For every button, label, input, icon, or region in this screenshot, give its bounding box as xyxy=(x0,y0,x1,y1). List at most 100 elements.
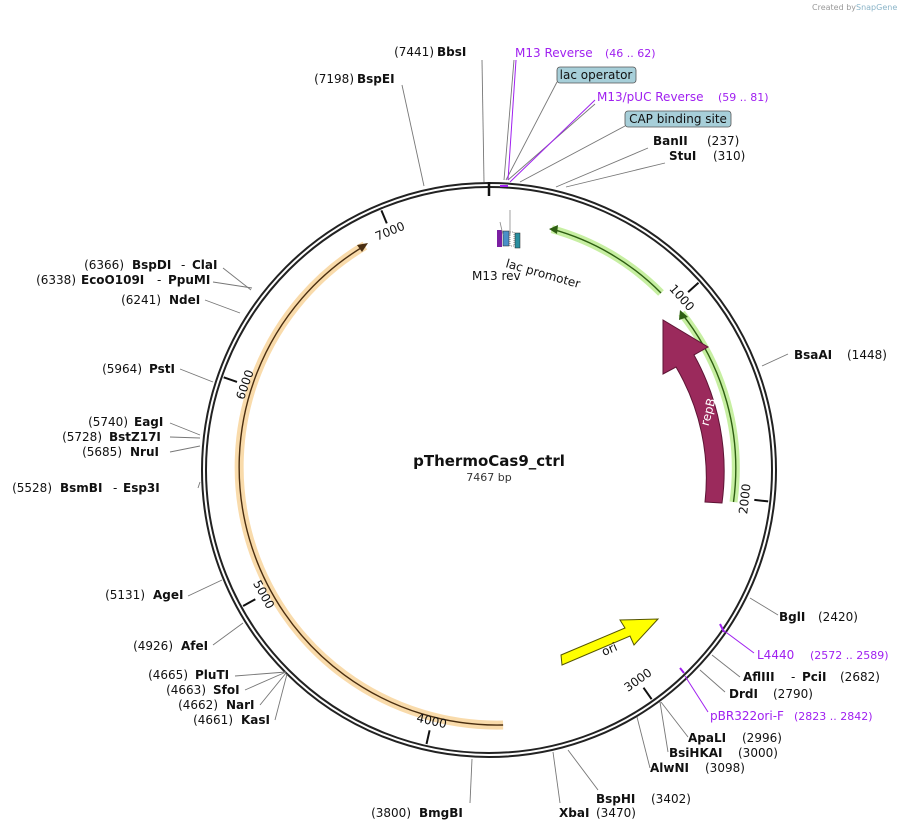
site-pos-alwNI: (3098) xyxy=(705,761,745,775)
tick-mark-4000 xyxy=(425,730,431,745)
cap-site-box-label: CAP binding site xyxy=(629,112,727,126)
site-ndeI[interactable]: NdeI xyxy=(169,293,200,307)
primer-m13-puc-reverse-range: (59 .. 81) xyxy=(718,91,769,104)
site-esp3I[interactable]: Esp3I xyxy=(123,481,160,495)
site-pos-bbsI: (7441) xyxy=(394,45,434,59)
site-pos-pluTI: (4665) xyxy=(148,668,188,682)
site-pos-bspDI: (6366) xyxy=(84,258,124,272)
tick-mark-3000 xyxy=(642,687,653,700)
site-pos-ageI: (5131) xyxy=(105,588,145,602)
plasmid-length: 7467 bp xyxy=(466,471,511,484)
site-pos-pstI: (5964) xyxy=(102,362,142,376)
site-pciI[interactable]: PciI xyxy=(802,670,827,684)
site-stuI[interactable]: StuI xyxy=(669,149,696,163)
tick-mark-6000 xyxy=(223,376,238,383)
dash-claI: - xyxy=(181,258,185,272)
site-narI[interactable]: NarI xyxy=(226,698,255,712)
site-bsaAI[interactable]: BsaAI xyxy=(794,348,832,362)
site-pos-stuI: (310) xyxy=(713,149,745,163)
cap-site-feature[interactable] xyxy=(514,232,521,249)
site-afeI[interactable]: AfeI xyxy=(181,639,208,653)
site-pos-narI: (4662) xyxy=(178,698,218,712)
site-nruI[interactable]: NruI xyxy=(130,445,159,459)
site-bsmBI[interactable]: BsmBI xyxy=(60,481,102,495)
site-bspDI[interactable]: BspDI xyxy=(132,258,171,272)
site-pstI[interactable]: PstI xyxy=(149,362,175,376)
site-pos-nruI: (5685) xyxy=(82,445,122,459)
site-bstZ17I[interactable]: BstZ17I xyxy=(109,430,161,444)
site-ecoO109I[interactable]: EcoO109I xyxy=(81,273,144,287)
tick-label-7000: 7000 xyxy=(373,219,407,244)
site-sfoI[interactable]: SfoI xyxy=(213,683,240,697)
tick-label-3000: 3000 xyxy=(622,665,655,694)
m13-rev-label: M13 rev xyxy=(472,269,521,283)
site-pos-ndeI: (6241) xyxy=(121,293,161,307)
plasmid-name: pThermoCas9_ctrl xyxy=(413,452,565,470)
tick-mark-5000 xyxy=(242,598,256,607)
primer-m13-reverse[interactable]: M13 Reverse xyxy=(515,46,593,60)
site-kasI[interactable]: KasI xyxy=(241,713,270,727)
site-pos-banII: (237) xyxy=(707,134,739,148)
site-aflIII[interactable]: AflIII xyxy=(743,670,775,684)
brand-created-by: Created by xyxy=(812,3,856,12)
ori-feature[interactable] xyxy=(560,618,660,666)
site-pluTI[interactable]: PluTI xyxy=(195,668,229,682)
dash-pciI: - xyxy=(791,670,795,684)
primer-leader-lines xyxy=(507,59,755,713)
tick-label-2000: 2000 xyxy=(736,483,753,515)
tick-mark-2000 xyxy=(754,498,769,503)
site-eagI[interactable]: EagI xyxy=(134,415,163,429)
site-claI[interactable]: ClaI xyxy=(192,258,217,272)
primer-mark-pbr322 xyxy=(679,667,685,674)
site-bmgBI[interactable]: BmgBI xyxy=(419,806,463,820)
site-pos-bspEI: (7198) xyxy=(314,72,354,86)
ori-label: ori xyxy=(599,640,619,659)
orange-feature-arc[interactable] xyxy=(238,244,504,726)
lac-operator-feature[interactable] xyxy=(509,231,515,247)
site-pos-bsaAI: (1448) xyxy=(847,348,887,362)
site-pos-bglI: (2420) xyxy=(818,610,858,624)
primer-pbr322ori-f-range: (2823 .. 2842) xyxy=(794,710,873,723)
orange-feature-arrowhead xyxy=(357,243,368,252)
repB-label: repB xyxy=(698,397,719,428)
lac-operator-box[interactable] xyxy=(556,66,637,84)
brand-snapgene[interactable]: SnapGene xyxy=(856,3,897,12)
site-alwNI[interactable]: AlwNI xyxy=(650,761,689,775)
site-bglI[interactable]: BglI xyxy=(779,610,805,624)
site-pos-bstZ17I: (5728) xyxy=(62,430,102,444)
site-bsiHKAI[interactable]: BsiHKAI xyxy=(669,746,723,760)
green-arc-1[interactable] xyxy=(551,228,662,294)
site-pos-apaLI: (2996) xyxy=(742,731,782,745)
tick-mark-7000 xyxy=(380,210,388,224)
site-drdI[interactable]: DrdI xyxy=(729,687,758,701)
tick-mark-1000 xyxy=(687,281,700,293)
tick-label-4000: 4000 xyxy=(415,711,448,731)
site-banII[interactable]: BanII xyxy=(653,134,688,148)
site-ppuMI[interactable]: PpuMI xyxy=(168,273,210,287)
cap-site-box[interactable] xyxy=(624,110,732,128)
site-apaLI[interactable]: ApaLI xyxy=(688,731,726,745)
primer-l4440[interactable]: L4440 xyxy=(757,648,794,662)
site-xbaI[interactable]: XbaI xyxy=(559,806,589,820)
m13-rev-feature[interactable] xyxy=(497,230,502,247)
site-ageI[interactable]: AgeI xyxy=(153,588,183,602)
site-pos-bmgBI: (3800) xyxy=(371,806,411,820)
repB-feature[interactable] xyxy=(662,319,725,504)
primer-pbr322ori-f[interactable]: pBR322ori-F xyxy=(710,709,784,723)
primer-m13-reverse-range: (46 .. 62) xyxy=(605,47,656,60)
site-pos-bsmBI: (5528) xyxy=(12,481,52,495)
lac-promoter-feature[interactable] xyxy=(502,230,510,247)
tick-label-1000: 1000 xyxy=(666,282,697,314)
site-pos-aflIII: (2682) xyxy=(840,670,880,684)
primer-m13-puc-reverse[interactable]: M13/pUC Reverse xyxy=(597,90,704,104)
primer-l4440-range: (2572 .. 2589) xyxy=(810,649,889,662)
dash-ppuMI: - xyxy=(157,273,161,287)
green-arc-2[interactable] xyxy=(681,312,737,503)
site-bspHI[interactable]: BspHI xyxy=(596,792,635,806)
site-bspEI[interactable]: BspEI xyxy=(357,72,395,86)
site-pos-bspHI: (3402) xyxy=(651,792,691,806)
green-arc-2-arrowhead xyxy=(679,310,688,320)
site-bbsI[interactable]: BbsI xyxy=(437,45,466,59)
site-pos-sfoI: (4663) xyxy=(166,683,206,697)
